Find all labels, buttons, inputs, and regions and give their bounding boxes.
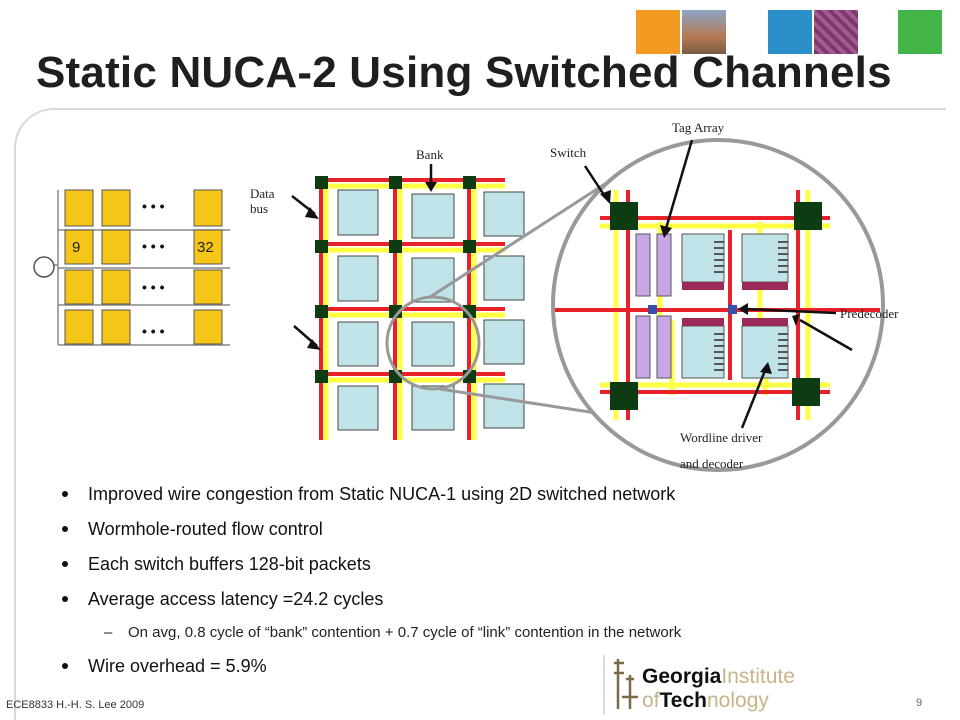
page-number: 9 — [916, 697, 923, 709]
header-green-tile — [898, 10, 942, 54]
svg-text:• • •: • • • — [142, 279, 165, 295]
list-item: Wormhole-routed flow control — [62, 517, 922, 552]
svg-text:bus: bus — [250, 201, 268, 216]
header-chip-tile — [814, 10, 858, 54]
nuca-diagram: 9 32 • • • • • • • • • • • • — [33, 120, 899, 472]
middle-annotations: Bank Data bus — [250, 147, 444, 350]
list-item: Each switch buffers 128-bit packets — [62, 552, 922, 587]
svg-text:ofTechnology: ofTechnology — [642, 689, 769, 712]
svg-text:• • •: • • • — [142, 238, 165, 254]
footer-credit: ECE8833 H.-H. S. Lee 2009 — [6, 699, 145, 711]
georgia-tech-logo: GeorgiaInstitute ofTechnology — [603, 655, 795, 715]
zoom-annotations: Tag Array Switch Predecoder Wordline dri… — [550, 120, 899, 471]
zoomed-switch-detail — [551, 138, 885, 472]
sub-list-item: –On avg, 0.8 cycle of “bank” contention … — [104, 624, 682, 641]
list-item: Average access latency =24.2 cycles — [62, 587, 922, 622]
tag-array-label: Tag Array — [672, 120, 725, 135]
content-frame — [14, 108, 946, 720]
bullet-list: Improved wire congestion from Static NUC… — [62, 482, 922, 689]
list-item: Improved wire congestion from Static NUC… — [62, 482, 922, 517]
svg-text:and decoder: and decoder — [680, 456, 744, 471]
svg-text:• • •: • • • — [142, 198, 165, 214]
predecoder-label: Predecoder — [840, 306, 899, 321]
switch-label: Switch — [550, 145, 587, 160]
header-photo-tile — [682, 10, 726, 54]
cache-controller-node — [33, 256, 55, 278]
svg-text:GeorgiaInstitute: GeorgiaInstitute — [642, 665, 795, 688]
bank-label-first: 9 — [72, 239, 80, 256]
slide-title: Static NUCA-2 Using Switched Channels — [36, 48, 892, 97]
data-bus-label: Data — [250, 186, 275, 201]
list-item: Wire overhead = 5.9% — [62, 654, 922, 689]
svg-text:• • •: • • • — [142, 323, 165, 339]
header-blue-tile — [768, 10, 812, 54]
header-orange-tile — [636, 10, 680, 54]
switched-bank-grid — [315, 158, 721, 440]
bank-label: Bank — [416, 147, 444, 162]
bank-label-last: 32 — [197, 239, 214, 256]
bank-array-overview: 9 32 • • • • • • • • • • • • — [33, 189, 230, 346]
wordline-driver-label: Wordline driver — [680, 430, 763, 445]
